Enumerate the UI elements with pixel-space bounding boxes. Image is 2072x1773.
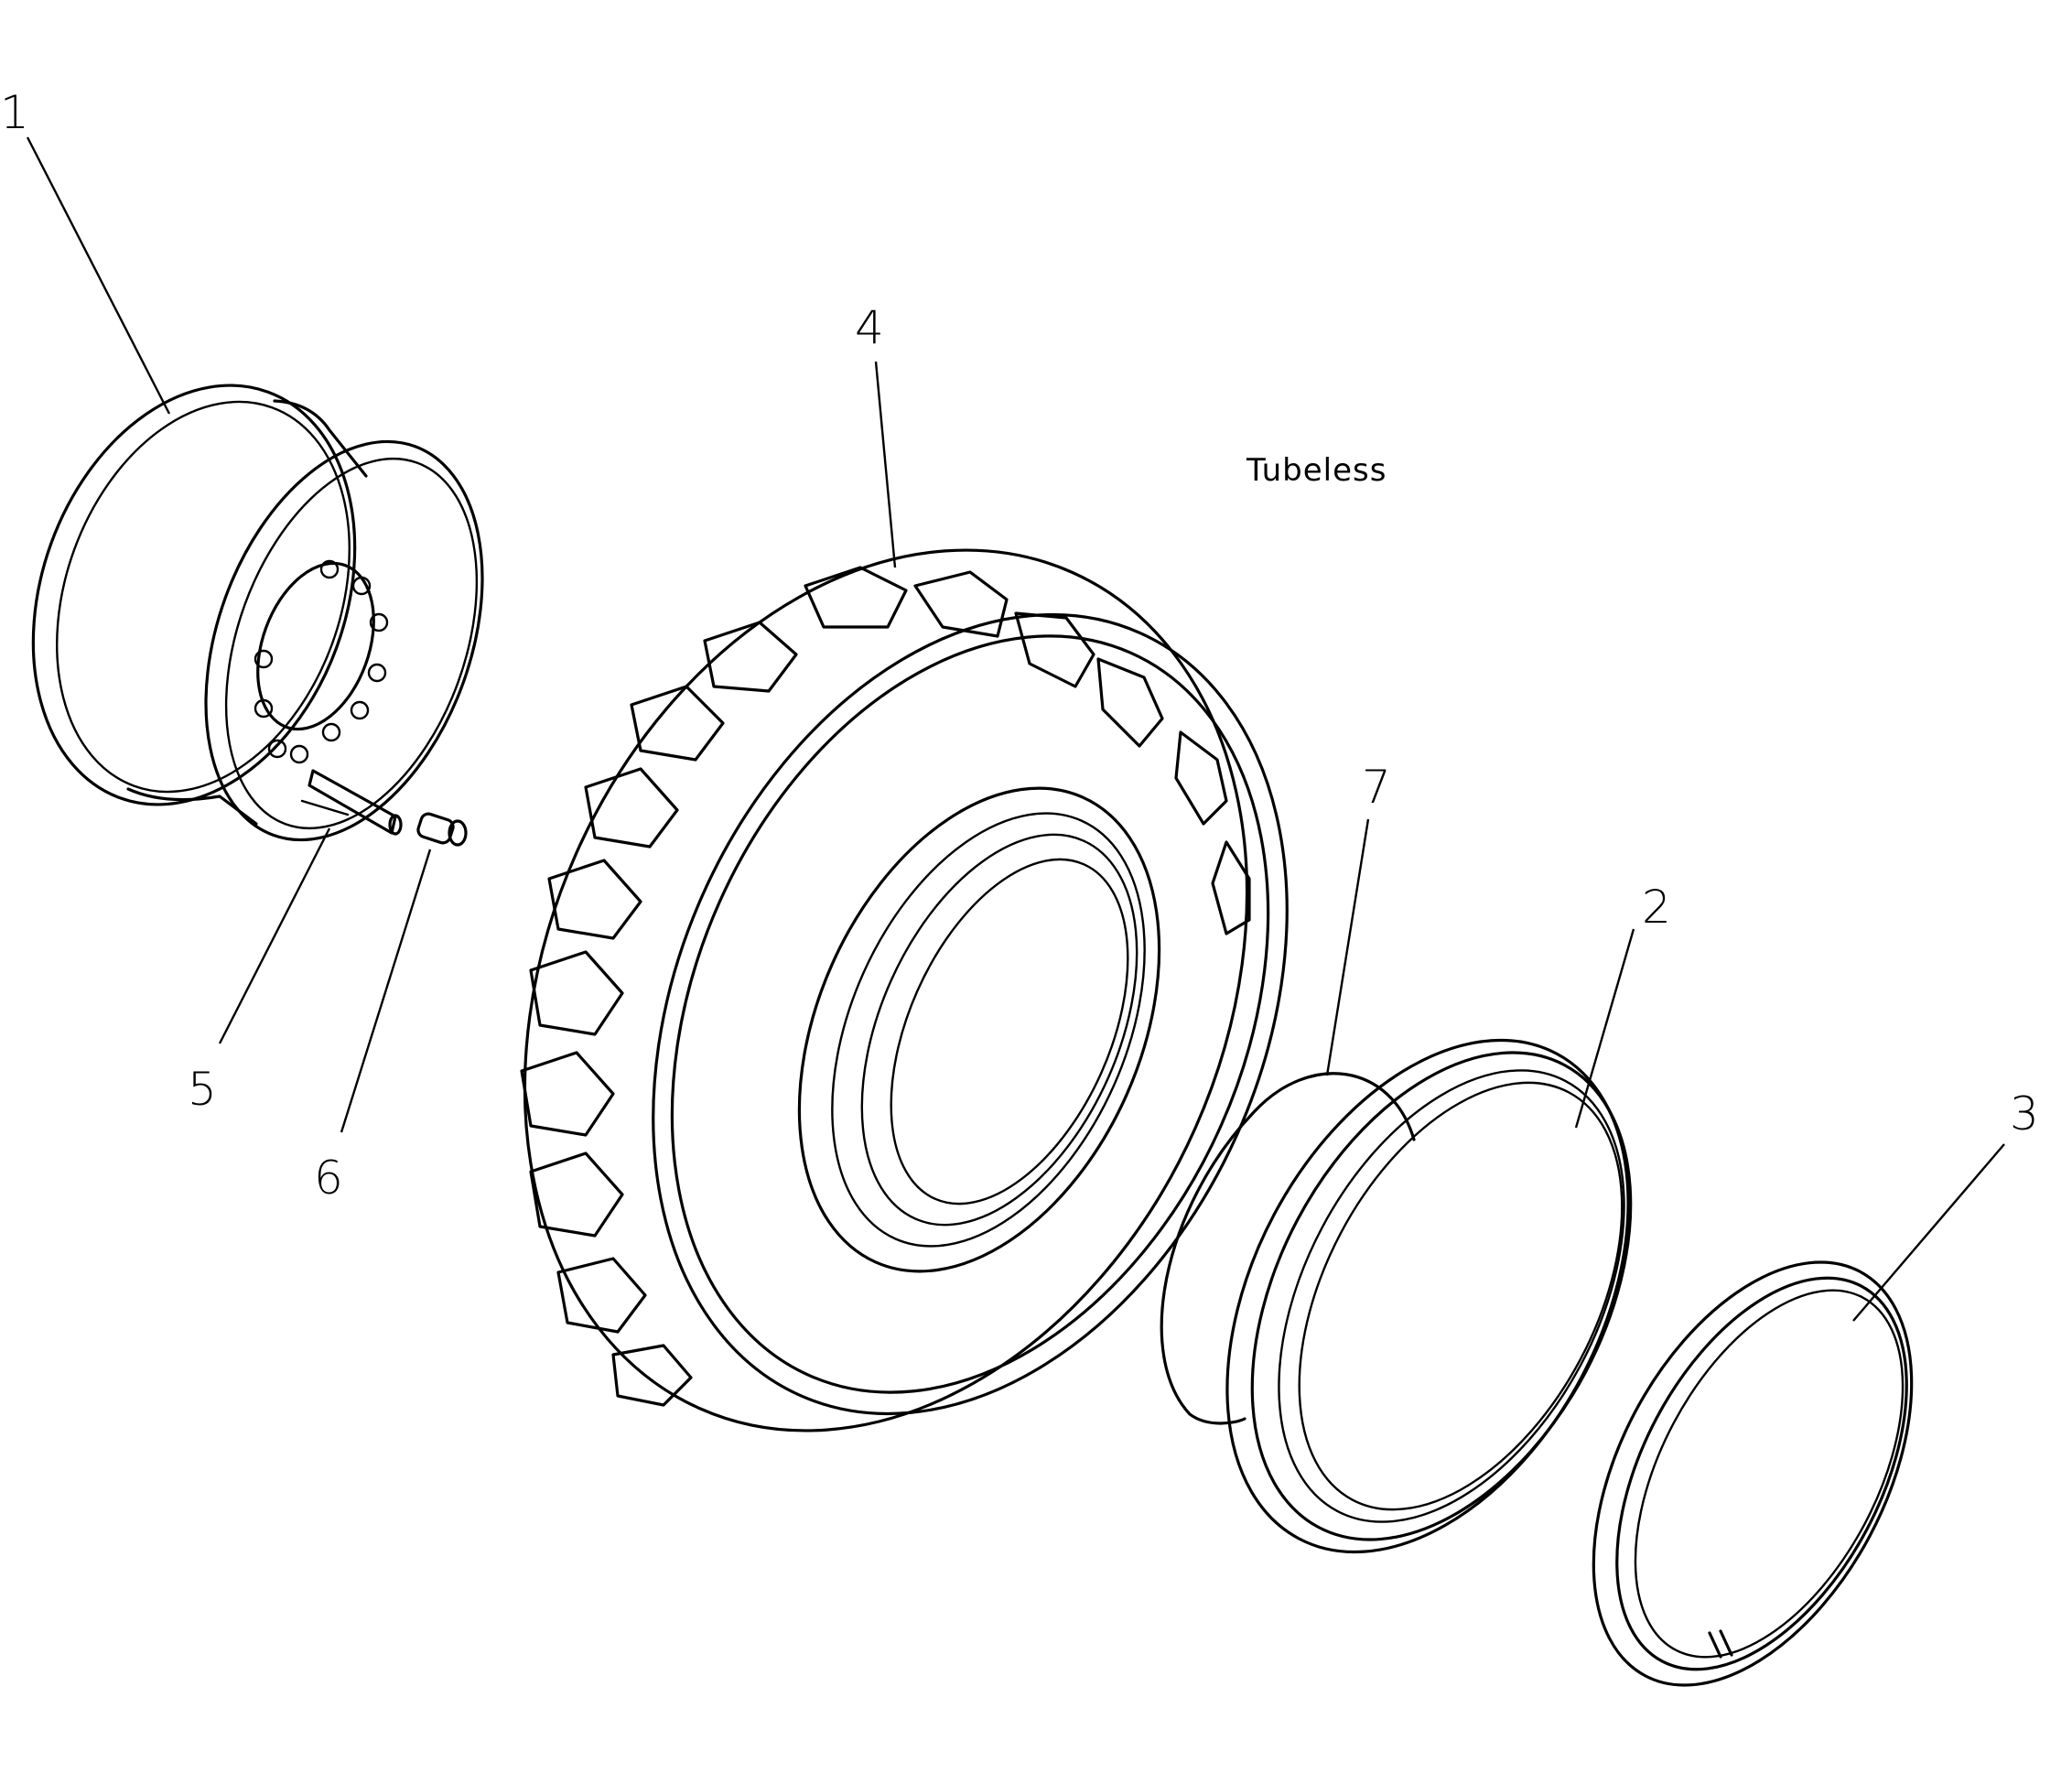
leader-lines xyxy=(26,136,2005,1322)
leader-line-3 xyxy=(1852,1143,2005,1322)
tire-tread-lugs xyxy=(520,566,1251,1407)
leader-line-7 xyxy=(1325,818,1370,1076)
leader-line-2 xyxy=(1574,928,1635,1129)
callout-6: 6 xyxy=(314,1151,343,1205)
tire-drawing xyxy=(520,548,1289,1432)
flange-ring-drawing xyxy=(1225,1038,1633,1554)
leader-line-5 xyxy=(218,827,331,1044)
tubeless-note: Tubeless xyxy=(1246,452,1387,489)
valve-cap-drawing xyxy=(416,812,468,847)
callout-3: 3 xyxy=(2010,1087,2039,1141)
callout-2: 2 xyxy=(1642,881,1671,934)
valve-stem-drawing xyxy=(308,769,403,836)
callout-4: 4 xyxy=(855,301,884,354)
leader-line-4 xyxy=(874,361,897,568)
rim-drawing xyxy=(31,384,484,842)
o-ring-drawing xyxy=(1160,1072,1416,1425)
lock-ring-drawing xyxy=(1592,1260,1914,1687)
callout-1: 1 xyxy=(0,86,29,139)
rim-bolt-holes xyxy=(254,559,389,764)
callout-5: 5 xyxy=(188,1063,217,1116)
leader-line-1 xyxy=(26,136,171,415)
leader-line-6 xyxy=(340,849,432,1133)
callout-7: 7 xyxy=(1362,761,1391,814)
